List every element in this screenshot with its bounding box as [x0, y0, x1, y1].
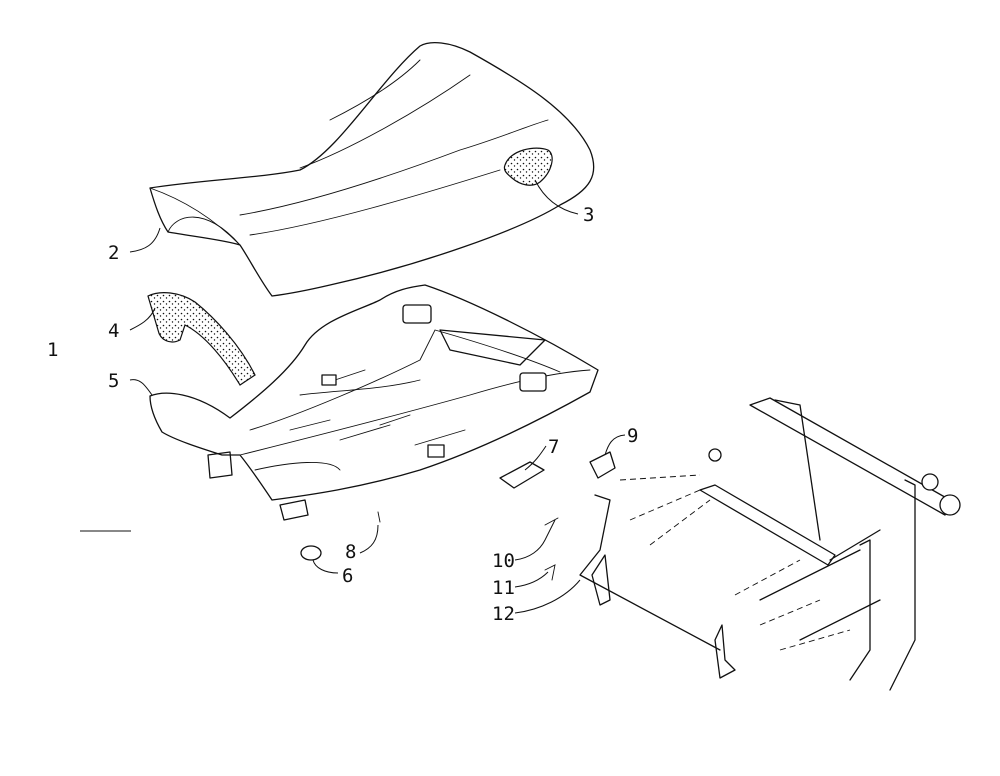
- clip-pin: [377, 511, 381, 523]
- callout-11: 11: [492, 577, 515, 599]
- leader-lines: [129, 179, 626, 614]
- seat-emblem: [503, 147, 553, 186]
- callout-3: 3: [583, 204, 594, 226]
- foam-pad: [147, 292, 256, 386]
- callout-12: 12: [492, 603, 515, 625]
- bracket-plate: [499, 461, 545, 489]
- callout-10: 10: [492, 550, 515, 572]
- seat-base: [149, 284, 599, 521]
- callout-4: 4: [108, 320, 119, 342]
- callout-1: 1: [47, 339, 58, 361]
- vehicle-frame: [619, 397, 961, 691]
- latch-rod: [544, 494, 736, 679]
- callout-7: 7: [548, 436, 559, 458]
- callout-5: 5: [108, 370, 119, 392]
- callout-2: 2: [108, 242, 119, 264]
- callout-8: 8: [345, 541, 356, 563]
- grommet: [300, 545, 322, 561]
- latch-bracket: [589, 451, 616, 479]
- seat-cover: [149, 41, 595, 297]
- callout-9: 9: [627, 425, 638, 447]
- callout-6: 6: [342, 565, 353, 587]
